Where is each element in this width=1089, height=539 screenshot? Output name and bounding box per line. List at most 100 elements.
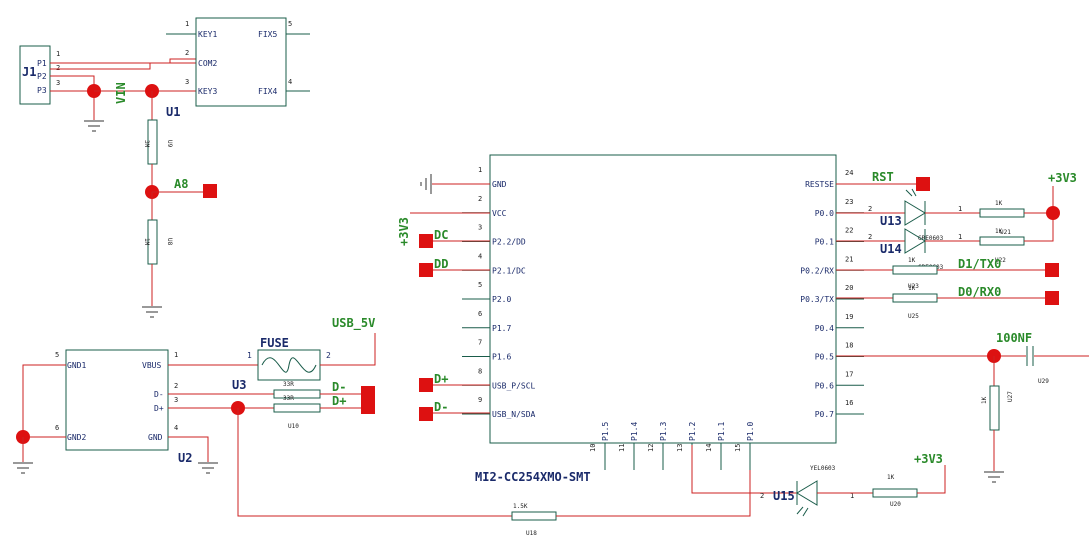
- net-label-d1-tx0: D1/TX0: [958, 257, 1001, 271]
- u1-pin-com2: COM2: [198, 59, 217, 68]
- led-u15: U15 2 1 YEL0603: [760, 465, 854, 517]
- resistor-u9: 3M U9: [143, 119, 173, 165]
- port-d0-rx0: [1045, 291, 1059, 305]
- mcu-right-pin-label: P0.2/RX: [800, 266, 834, 275]
- net-label-dc: DC: [434, 228, 448, 242]
- ground-symbol-u2-left: [13, 462, 33, 474]
- u13-pin-a: 2: [868, 205, 872, 213]
- u13-value: GRE0603: [918, 235, 944, 242]
- resistor-u8: 1M U8: [143, 219, 173, 265]
- mcu-bottom-pin-label: P1.0: [746, 422, 755, 441]
- net-label-3v3-right: +3V3: [1048, 171, 1077, 185]
- net-label-vin: VIN: [114, 82, 128, 104]
- mcu-left-pin-number: 9: [478, 396, 482, 404]
- ground-symbol-mcu: [420, 174, 432, 194]
- j1-ref: J1: [22, 65, 36, 79]
- u15-value: YEL0603: [810, 465, 836, 472]
- u2-num-1: 1: [174, 351, 178, 359]
- net-label-a8: A8: [174, 177, 188, 191]
- resistor-u20: 1K U20: [872, 474, 918, 508]
- u1-pin-fix5: FIX5: [258, 30, 277, 39]
- usb-connector-u2: GND1 GND2 VBUS D- D+ GND 5 6 1 2 3 4 U2: [55, 349, 192, 465]
- net-label-dminus: D-: [332, 380, 346, 394]
- u13-ref: U13: [880, 214, 902, 228]
- switch-u1: KEY1 COM2 KEY3 FIX5 FIX4 1 2 3 5 4 U1: [166, 17, 310, 119]
- u2-pin-dm: D-: [154, 390, 164, 399]
- mcu-left-pin-number: 8: [478, 367, 482, 375]
- port-dc: [419, 234, 433, 248]
- u1-num-2: 2: [185, 49, 189, 57]
- fuse-pin-1: 1: [247, 351, 252, 360]
- mcu-left-pin-number: 3: [478, 224, 482, 232]
- u20-value: 1K: [887, 474, 895, 481]
- mcu-left-pin-number: 6: [478, 310, 482, 318]
- j1-pin-p1: P1: [37, 59, 47, 68]
- mcu-right-pin-number: 21: [845, 255, 853, 263]
- mcu-bottom-pin-number: 11: [618, 444, 626, 452]
- connector-j1: J1 P1 P2 P3 1 2 3: [19, 45, 60, 105]
- mcu-bottom-pin-label: P1.3: [659, 422, 668, 441]
- u18-value: 1.5K: [513, 503, 528, 510]
- mcu-bottom-pin-number: 14: [705, 444, 713, 452]
- mcu-left-pin-label: P2.0: [492, 295, 511, 304]
- j1-pin-p3: P3: [37, 86, 47, 95]
- port-dplus-mcu: [419, 378, 433, 392]
- u23-ref: U23: [908, 283, 919, 290]
- u2-num-3: 3: [174, 396, 178, 404]
- u18-ref: U18: [526, 530, 537, 537]
- mcu-right-pin-label: P0.7: [815, 410, 834, 419]
- mcu-bottom-pin-label: P1.5: [601, 422, 610, 441]
- net-label-dd: DD: [434, 257, 448, 271]
- net-label-usb-5v: USB_5V: [332, 316, 375, 331]
- resistor-u24: 1K U25: [892, 285, 938, 320]
- mcu-right-pin-label: RESTSE: [805, 180, 834, 189]
- mcu-right-pin-number: 22: [845, 227, 853, 235]
- u21-ref: U21: [1000, 229, 1011, 236]
- u27-ref: U27: [1007, 391, 1014, 402]
- u22-value: 1K: [995, 228, 1003, 235]
- j1-num-1: 1: [56, 50, 60, 58]
- resistor-u27: 1K U27: [981, 385, 1014, 431]
- u1-num-1: 1: [185, 20, 189, 28]
- u2-ref: U2: [178, 451, 192, 465]
- mcu-left-pin-label: VCC: [492, 209, 507, 218]
- u2-num-5: 5: [55, 351, 59, 359]
- u15-ref: U15: [773, 489, 795, 503]
- mcu-right-pin-number: 23: [845, 198, 853, 206]
- led-u14: U14 2 1 GRE0603: [868, 228, 962, 271]
- u10-value: 33R: [283, 395, 294, 402]
- u8-ref: U8: [166, 238, 173, 246]
- mcu-left-pin-label: P1.7: [492, 324, 511, 333]
- u1-num-5: 5: [288, 20, 292, 28]
- u21-value: 1K: [995, 200, 1003, 207]
- u2-pin-vbus: VBUS: [142, 361, 161, 370]
- mcu-right-pin-label: P0.3/TX: [800, 295, 834, 304]
- mcu-name: MI2-CC254XMO-SMT: [475, 470, 591, 484]
- mcu-right-pin-number: 20: [845, 284, 853, 292]
- fuse-ref: FUSE: [260, 336, 289, 350]
- u10-ref: U10: [288, 423, 299, 430]
- mcu-left-pin-label: P2.1/DC: [492, 266, 526, 275]
- mcu-left-pin-number: 5: [478, 281, 482, 289]
- mcu-left-pin-label: P2.2/DD: [492, 238, 526, 247]
- ground-symbol-u8: [142, 306, 162, 318]
- port-dd: [419, 263, 433, 277]
- net-label-d0-rx0: D0/RX0: [958, 285, 1001, 299]
- mcu-right-pin-label: P0.1: [815, 238, 834, 247]
- net-label-3v3-bottom: +3V3: [914, 452, 943, 466]
- u13-pin-k: 1: [958, 205, 962, 213]
- u1-pin-key3: KEY3: [198, 87, 217, 96]
- mcu-right-pin-number: 18: [845, 342, 853, 350]
- u29-ref: U29: [1038, 378, 1049, 385]
- u14-pin-a: 2: [868, 233, 872, 241]
- mcu-right-pins: RESTSE24P0.023P0.122P0.2/RX21P0.3/TX20P0…: [800, 169, 864, 419]
- mcu-bottom-pin-number: 15: [734, 444, 742, 452]
- mcu-right-pin-label: P0.0: [815, 209, 834, 218]
- u1-pin-fix4: FIX4: [258, 87, 277, 96]
- u14-ref: U14: [880, 242, 902, 256]
- u22-ref: U22: [995, 257, 1006, 264]
- mcu-right-pin-label: P0.6: [815, 381, 834, 390]
- mcu-left-pin-number: 7: [478, 339, 482, 347]
- u29-value: 100NF: [996, 331, 1032, 345]
